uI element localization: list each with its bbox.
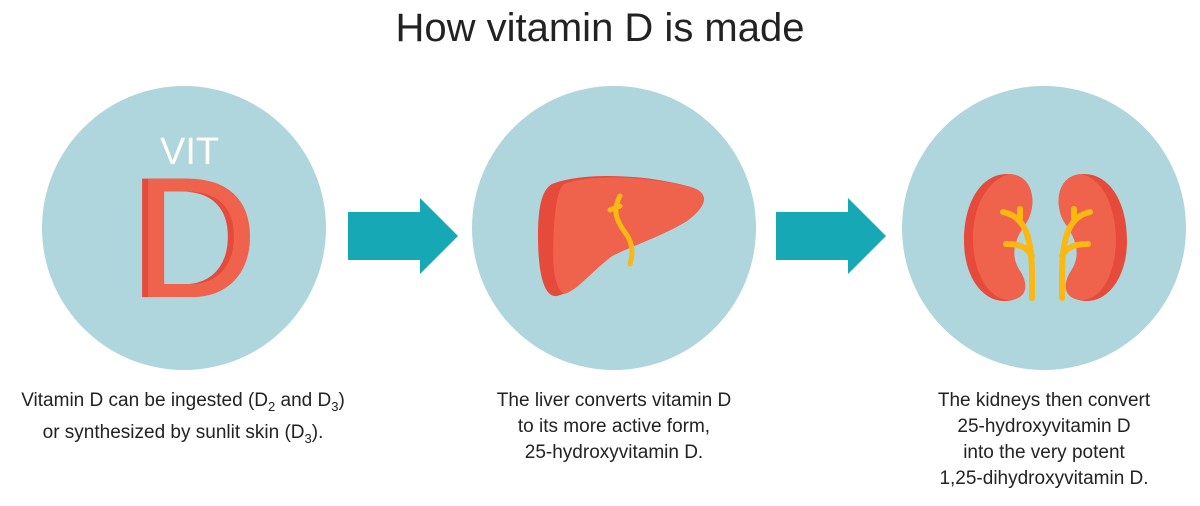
step-1-caption: Vitamin D can be ingested (D2 and D3) or… xyxy=(0,388,366,452)
liver-circle xyxy=(472,86,756,370)
subscript: 3 xyxy=(304,430,312,446)
caption-line: 25-hydroxyvitamin D xyxy=(957,416,1131,437)
subscript: 2 xyxy=(268,398,276,414)
caption-line: 25-hydroxyvitamin D. xyxy=(524,442,704,463)
arrow-icon xyxy=(348,198,458,274)
caption-line: into the very potent xyxy=(963,442,1125,463)
caption-text: and D xyxy=(275,390,332,411)
caption-text: Vitamin D can be ingested (D xyxy=(21,390,268,411)
step-2-caption: The liver converts vitamin D to its more… xyxy=(444,388,784,466)
caption-line: 1,25-dihydroxyvitamin D. xyxy=(939,468,1149,489)
caption-text: ) xyxy=(338,390,345,411)
arrow-icon xyxy=(776,198,886,274)
page-title: How vitamin D is made xyxy=(395,6,805,50)
caption-line: to its more active form, xyxy=(517,416,711,437)
kidneys-circle xyxy=(902,86,1186,370)
caption-line: The kidneys then convert xyxy=(937,390,1151,411)
caption-text: ). xyxy=(311,421,324,443)
liver-icon xyxy=(538,175,704,297)
caption-text: or synthesized by sunlit skin (D xyxy=(42,421,305,443)
caption-line: The liver converts vitamin D xyxy=(496,390,732,411)
step-3-caption: The kidneys then convert 25-hydroxyvitam… xyxy=(874,388,1200,492)
kidneys-icon xyxy=(964,174,1127,301)
vitamin-d-circle: VIT D xyxy=(42,86,326,370)
vit-label: VIT xyxy=(160,131,220,173)
subscript: 3 xyxy=(331,398,339,414)
d-letter-icon: D xyxy=(134,142,259,334)
